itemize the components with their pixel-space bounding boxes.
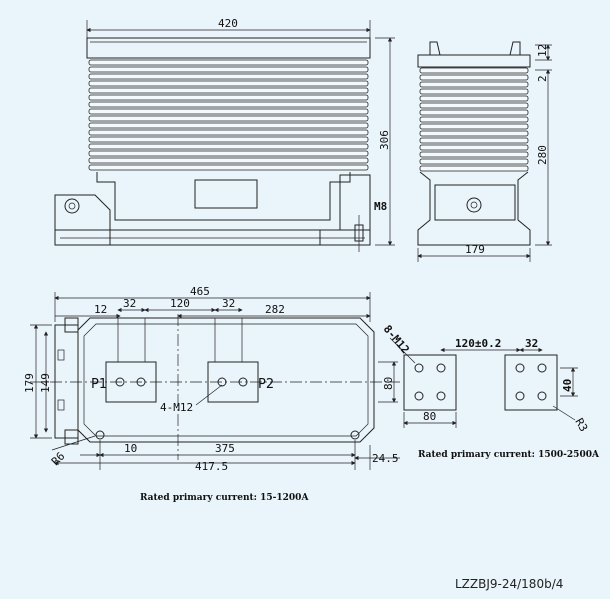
cooling-fin <box>88 150 369 157</box>
side-gap-dim: 2 <box>536 75 549 82</box>
front-view: 420 M8 306 <box>54 17 395 252</box>
detail-dim-40: 40 <box>561 379 574 392</box>
side-width-dim: 179 <box>465 243 485 256</box>
cooling-fin <box>419 130 529 137</box>
plan-dim-32-left: 32 <box>123 297 136 310</box>
cooling-fin <box>88 94 369 101</box>
front-height-dim: 306 <box>378 130 391 150</box>
cooling-fin <box>419 123 529 130</box>
plan-dim-r6: R6 <box>49 450 68 469</box>
model-number: LZZBJ9-24/180b/4 <box>455 577 563 591</box>
cooling-fin <box>88 143 369 150</box>
plan-bolt-label: 4-M12 <box>160 401 193 414</box>
cooling-fin <box>88 157 369 164</box>
plan-dim-375: 375 <box>215 442 235 455</box>
side-fins <box>419 67 529 172</box>
plan-dim-120: 120 <box>170 297 190 310</box>
cooling-fin <box>419 116 529 123</box>
cooling-fin <box>88 108 369 115</box>
cooling-fin <box>419 137 529 144</box>
cooling-fin <box>88 59 369 66</box>
caption-rated-high: Rated primary current: 1500-2500A <box>418 450 600 460</box>
cooling-fin <box>419 144 529 151</box>
cooling-fin <box>88 80 369 87</box>
cooling-fin <box>88 66 369 73</box>
front-width-dim: 420 <box>218 17 238 30</box>
plan-dim-179: 179 <box>23 373 36 393</box>
side-height-dim: 280 <box>536 145 549 165</box>
terminal-detail: 8-M12 80 120±0.2 32 40 R3 <box>381 323 591 434</box>
cooling-fin <box>88 73 369 80</box>
plan-dim-12: 12 <box>94 303 107 316</box>
terminal-p2: P2 <box>258 377 274 392</box>
cooling-fin <box>419 88 529 95</box>
side-view: 12 2 280 179 <box>417 41 552 262</box>
cooling-fin <box>88 87 369 94</box>
plan-dim-80: 80 <box>382 377 395 390</box>
cooling-fin <box>419 165 529 172</box>
cooling-fin <box>88 136 369 143</box>
plan-overall-dim: 465 <box>190 285 210 298</box>
plan-dim-10: 10 <box>124 442 137 455</box>
front-thread-label: M8 <box>374 200 387 213</box>
cooling-fin <box>88 164 369 171</box>
plan-dim-149: 149 <box>39 373 52 393</box>
cooling-fin <box>419 95 529 102</box>
cooling-fin <box>419 109 529 116</box>
cooling-fin <box>419 158 529 165</box>
detail-dim-80-bottom: 80 <box>423 410 436 423</box>
plan-dim-417-5: 417.5 <box>195 460 228 473</box>
cooling-fin <box>419 102 529 109</box>
cooling-fin <box>419 74 529 81</box>
plan-view: 465 12 32 120 32 282 P1 P2 <box>23 285 400 473</box>
cooling-fin <box>88 129 369 136</box>
cooling-fin <box>419 151 529 158</box>
cooling-fin <box>88 115 369 122</box>
detail-bolt-label: 8-M12 <box>381 323 412 357</box>
detail-dim-120-tol: 120±0.2 <box>455 337 501 350</box>
cooling-fin <box>419 81 529 88</box>
detail-dim-r3: R3 <box>572 416 590 434</box>
plan-dim-24-5: 24.5 <box>372 452 399 465</box>
terminal-p1: P1 <box>91 377 107 392</box>
cooling-fin <box>88 101 369 108</box>
plan-dim-282: 282 <box>265 303 285 316</box>
cooling-fin <box>419 67 529 74</box>
cooling-fin <box>88 122 369 129</box>
side-top-dim: 12 <box>536 44 549 57</box>
front-fins <box>88 59 369 171</box>
detail-dim-32: 32 <box>525 337 538 350</box>
caption-rated-low: Rated primary current: 15-1200A <box>140 493 309 503</box>
plan-dim-32-right: 32 <box>222 297 235 310</box>
